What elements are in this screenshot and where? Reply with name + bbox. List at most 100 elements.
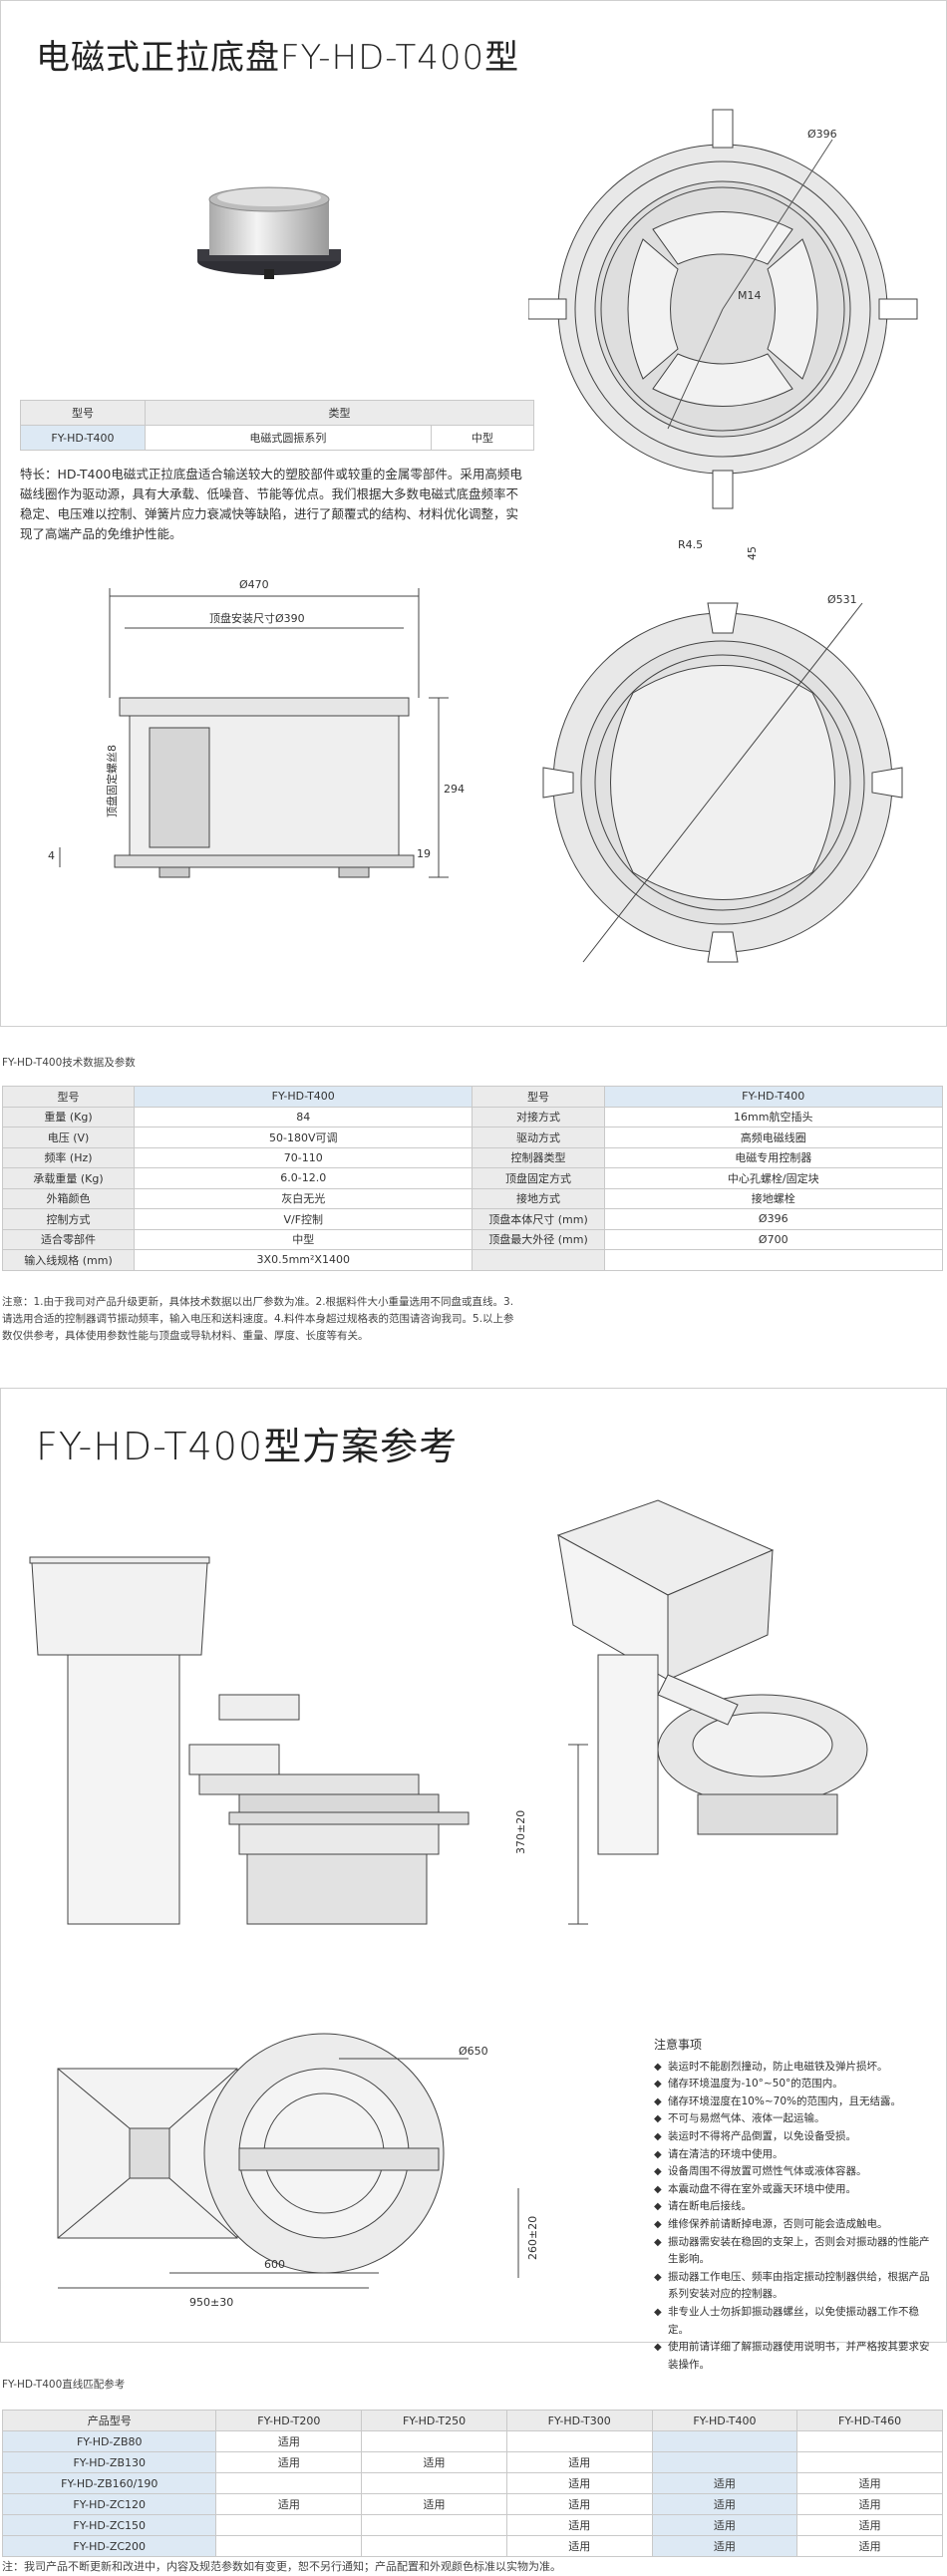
- svg-text:顶盘安装尺寸Ø390: 顶盘安装尺寸Ø390: [209, 611, 305, 625]
- notice-title: 注意事项: [654, 2038, 703, 2052]
- svg-text:260±20: 260±20: [526, 2216, 538, 2260]
- spec-row: 适合零部件中型顶盘最大外径 (mm)Ø700: [1, 1228, 943, 1250]
- footer-note: 注：我司产品不断更新和改进中，内容及规范参数如有变更，恕不另行通知；产品配置和外…: [2, 2560, 561, 2573]
- assembly-top-drawing: Ø650 260±20 950±30 600: [57, 2033, 538, 2309]
- notice-item: 请在清洁的环境中使用。: [654, 2146, 933, 2164]
- match-value-cell: 适用: [361, 2493, 507, 2515]
- type-cell-series: 电磁式圆振系列: [145, 425, 432, 451]
- notice-item: 不可与易燃气体、液体一起运输。: [654, 2110, 933, 2128]
- svg-text:45: 45: [746, 546, 759, 560]
- assembly-side-drawing: 370±20: [29, 1556, 588, 1925]
- type-cell-model: FY-HD-T400: [20, 425, 146, 451]
- notice-item: 储存环境温度为-10°~50°的范围内。: [654, 2076, 933, 2093]
- notice-item: 非专业人士勿拆卸振动器螺丝，以免使振动器工作不稳定。: [654, 2304, 933, 2339]
- spec-value-cell: 中型: [134, 1228, 474, 1250]
- notice-list: 装运时不能剧烈撞动，防止电磁铁及弹片损坏。储存环境温度为-10°~50°的范围内…: [654, 2059, 933, 2375]
- spec-value-cell: FY-HD-T400: [134, 1086, 474, 1108]
- match-value-cell: [361, 2514, 507, 2536]
- spec-value-cell: V/F控制: [134, 1208, 474, 1230]
- match-value-cell: 适用: [215, 2493, 363, 2515]
- spec-value-cell: 50-180V可调: [134, 1127, 474, 1148]
- svg-text:950±30: 950±30: [189, 2296, 233, 2309]
- svg-text:M14: M14: [738, 289, 762, 302]
- match-header-cell: FY-HD-T300: [505, 2410, 653, 2431]
- spec-label-cell: 顶盘本体尺寸 (mm): [472, 1208, 605, 1230]
- svg-text:Ø470: Ø470: [239, 578, 269, 591]
- page-title: 电磁式正拉底盘FY-HD-T400型: [36, 38, 520, 78]
- spec-row: 电压 (V)50-180V可调驱动方式高频电磁线圈: [1, 1127, 943, 1148]
- spec-value-cell: 3X0.5mm²X1400: [134, 1249, 474, 1271]
- spec-value-cell: 接地螺栓: [603, 1187, 943, 1209]
- svg-text:294: 294: [444, 783, 465, 796]
- match-value-cell: 适用: [796, 2493, 943, 2515]
- match-value-cell: [505, 2430, 653, 2452]
- spec-row: 输入线规格 (mm)3X0.5mm²X1400: [1, 1249, 943, 1271]
- spec-label-cell: 顶盘固定方式: [472, 1167, 605, 1189]
- match-model-cell: FY-HD-ZC120: [1, 2493, 217, 2515]
- svg-text:Ø396: Ø396: [807, 128, 837, 141]
- spec-value-cell: 6.0-12.0: [134, 1167, 474, 1189]
- match-value-cell: [796, 2430, 943, 2452]
- notice-item: 装运时不得将产品倒置，以免设备受损。: [654, 2128, 933, 2146]
- match-value-cell: 适用: [505, 2514, 653, 2536]
- match-value-cell: 适用: [505, 2451, 653, 2473]
- match-value-cell: 适用: [651, 2493, 798, 2515]
- spec-label-cell: 驱动方式: [472, 1127, 605, 1148]
- spec-label-cell: 适合零部件: [1, 1228, 136, 1250]
- match-value-cell: [361, 2472, 507, 2494]
- match-model-cell: FY-HD-ZC150: [1, 2514, 217, 2536]
- svg-text:Ø650: Ø650: [459, 2045, 488, 2058]
- product-photo: [197, 186, 341, 279]
- svg-text:R4.5: R4.5: [678, 538, 703, 551]
- svg-text:Ø531: Ø531: [827, 593, 857, 606]
- match-value-cell: [215, 2514, 363, 2536]
- type-header-type: 类型: [145, 400, 534, 426]
- match-caption: FY-HD-T400直线匹配参考: [2, 2379, 126, 2391]
- match-value-cell: 适用: [505, 2493, 653, 2515]
- bottom-view-drawing: R4.5 45 Ø531: [542, 538, 903, 963]
- type-table: 型号 类型 FY-HD-T400 电磁式圆振系列 中型: [20, 400, 535, 451]
- match-header-cell: FY-HD-T460: [796, 2410, 943, 2431]
- spec-label-cell: 频率 (Hz): [1, 1146, 136, 1168]
- spec-note: 注意：1.由于我司对产品升级更新，具体技术数据以出厂参数为准。2.根据料件大小重…: [2, 1296, 514, 1342]
- spec-value-cell: 70-110: [134, 1146, 474, 1168]
- spec-value-cell: 灰白无光: [134, 1187, 474, 1209]
- match-value-cell: 适用: [796, 2472, 943, 2494]
- svg-text:4: 4: [48, 849, 55, 862]
- match-value-cell: 适用: [215, 2430, 363, 2452]
- spec-row: 外箱颜色灰白无光接地方式接地螺栓: [1, 1187, 943, 1209]
- spec-label-cell: 型号: [1, 1086, 136, 1108]
- notice-item: 维修保养前请断掉电源，否则可能会造成触电。: [654, 2216, 933, 2234]
- match-header-cell: FY-HD-T250: [361, 2410, 507, 2431]
- spec-value-cell: FY-HD-T400: [603, 1086, 943, 1108]
- match-value-cell: 适用: [505, 2472, 653, 2494]
- match-model-cell: FY-HD-ZC200: [1, 2535, 217, 2557]
- match-value-cell: 适用: [796, 2514, 943, 2536]
- match-value-cell: 适用: [651, 2472, 798, 2494]
- match-value-cell: [361, 2430, 507, 2452]
- spec-value-cell: [603, 1249, 943, 1271]
- notice-item: 储存环境湿度在10%~70%的范围内，且无结露。: [654, 2093, 933, 2111]
- product-intro: 特长：HD-T400电磁式正拉底盘适合输送较大的塑胶部件或较重的金属零部件。采用…: [20, 467, 522, 541]
- spec-label-cell: 承载重量 (Kg): [1, 1167, 136, 1189]
- spec-label-cell: 顶盘最大外径 (mm): [472, 1228, 605, 1250]
- match-value-cell: [651, 2430, 798, 2452]
- spec-label-cell: 输入线规格 (mm): [1, 1249, 136, 1271]
- notice-box: 注意事项 装运时不能剧烈撞动，防止电磁铁及弹片损坏。储存环境温度为-10°~50…: [654, 2037, 933, 2374]
- spec-value-cell: 16mm航空插头: [603, 1106, 943, 1127]
- match-value-cell: [361, 2535, 507, 2557]
- type-header-model: 型号: [20, 400, 146, 426]
- side-view-drawing: Ø470 顶盘安装尺寸Ø390 294 4 19 顶盘固定螺丝8: [48, 578, 465, 878]
- spec-label-cell: 控制方式: [1, 1208, 136, 1230]
